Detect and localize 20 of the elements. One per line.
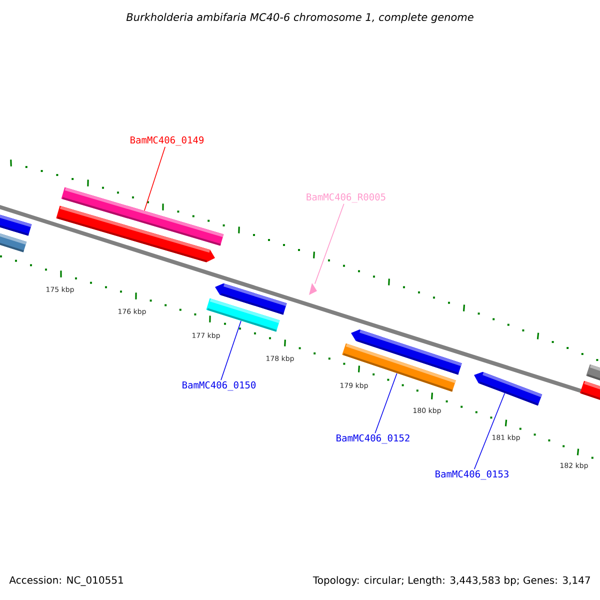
gene-label: BamMC406_0153 bbox=[436, 470, 508, 480]
gene-bar bbox=[342, 343, 456, 392]
genome-summary: Topology: circular; Length: 3,443,583 bp; Genes: 3,147 bbox=[312, 576, 590, 586]
gene-marker bbox=[309, 283, 317, 295]
leader-line bbox=[474, 392, 506, 470]
leader-line bbox=[374, 372, 398, 434]
accession-text: Accession: NC_010551 bbox=[9, 576, 123, 586]
gene-bar bbox=[56, 206, 215, 262]
gene-label: BamMC406_0150 bbox=[182, 381, 256, 391]
gene-bar bbox=[206, 298, 280, 332]
leader-line bbox=[220, 320, 242, 381]
gene-label: BamMC406_0149 bbox=[130, 136, 204, 146]
gene-bar bbox=[0, 230, 27, 252]
leader-line bbox=[314, 203, 344, 284]
leader-line bbox=[144, 146, 166, 211]
title: Burkholderia ambifaria MC40-6 chromosome 1, complete genome bbox=[126, 12, 474, 24]
gene-bar bbox=[474, 372, 542, 406]
gene-bar bbox=[0, 212, 32, 236]
gene-label: BamMC406_0152 bbox=[336, 434, 410, 444]
gene-label: BamMC406_R0005 bbox=[306, 193, 386, 203]
